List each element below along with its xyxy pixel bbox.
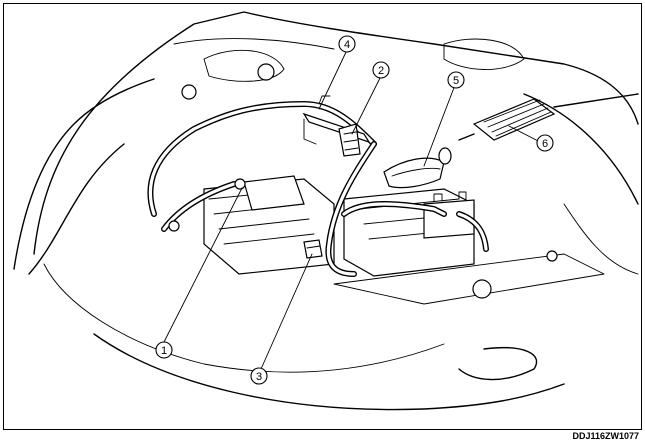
hose-fitting — [234, 178, 246, 190]
callout-5: 5 — [447, 71, 465, 89]
leader-6 — [508, 125, 543, 144]
cap-fluid — [546, 250, 558, 262]
callout-3: 3 — [250, 367, 268, 385]
clip-detail — [343, 131, 359, 151]
bumper-lip — [458, 347, 538, 381]
svg-text:4: 4 — [344, 39, 350, 51]
svg-text:6: 6 — [542, 138, 548, 150]
leader-5 — [423, 84, 456, 167]
right-panel — [563, 203, 639, 275]
throttle-body — [243, 175, 305, 211]
canister-ribs — [483, 99, 552, 137]
leader-1 — [163, 187, 243, 343]
engine-bay-illustration: 1 2 3 4 5 6 — [13, 11, 639, 411]
canister-pipe — [458, 93, 639, 141]
svg-text:5: 5 — [453, 75, 459, 87]
battery-post — [433, 191, 467, 202]
rail-wire — [303, 95, 331, 145]
callout-1: 1 — [155, 341, 173, 359]
callout-4: 4 — [338, 35, 356, 53]
wheel-arch — [43, 263, 445, 373]
canister-body — [472, 98, 556, 141]
hose-fitting-2 — [168, 220, 180, 232]
left-fender — [13, 78, 155, 270]
front-bumper — [93, 333, 565, 411]
leader-3 — [260, 253, 313, 370]
connector — [303, 239, 323, 259]
inner-fender — [28, 143, 125, 275]
diagram-frame: 1 2 3 4 5 6 — [3, 3, 642, 430]
strut-tower-2 — [443, 38, 525, 70]
leader-4 — [318, 49, 348, 110]
canister-port — [438, 147, 452, 165]
callout-6: 6 — [536, 134, 554, 152]
canister-cover — [383, 157, 445, 189]
svg-text:3: 3 — [256, 371, 262, 383]
cap-top — [257, 63, 275, 81]
right-fender — [523, 93, 639, 205]
figure-code: DDJ116ZW1077 — [572, 431, 639, 441]
leader-2 — [351, 77, 381, 135]
cap-right — [472, 279, 492, 299]
svg-text:1: 1 — [161, 345, 167, 357]
cap-left — [181, 84, 197, 100]
radiator-support — [333, 253, 605, 305]
cowl — [173, 38, 335, 50]
callout-2: 2 — [372, 61, 390, 79]
strut-tower — [203, 49, 285, 82]
svg-text:2: 2 — [378, 65, 384, 77]
fender-outline — [33, 11, 639, 255]
